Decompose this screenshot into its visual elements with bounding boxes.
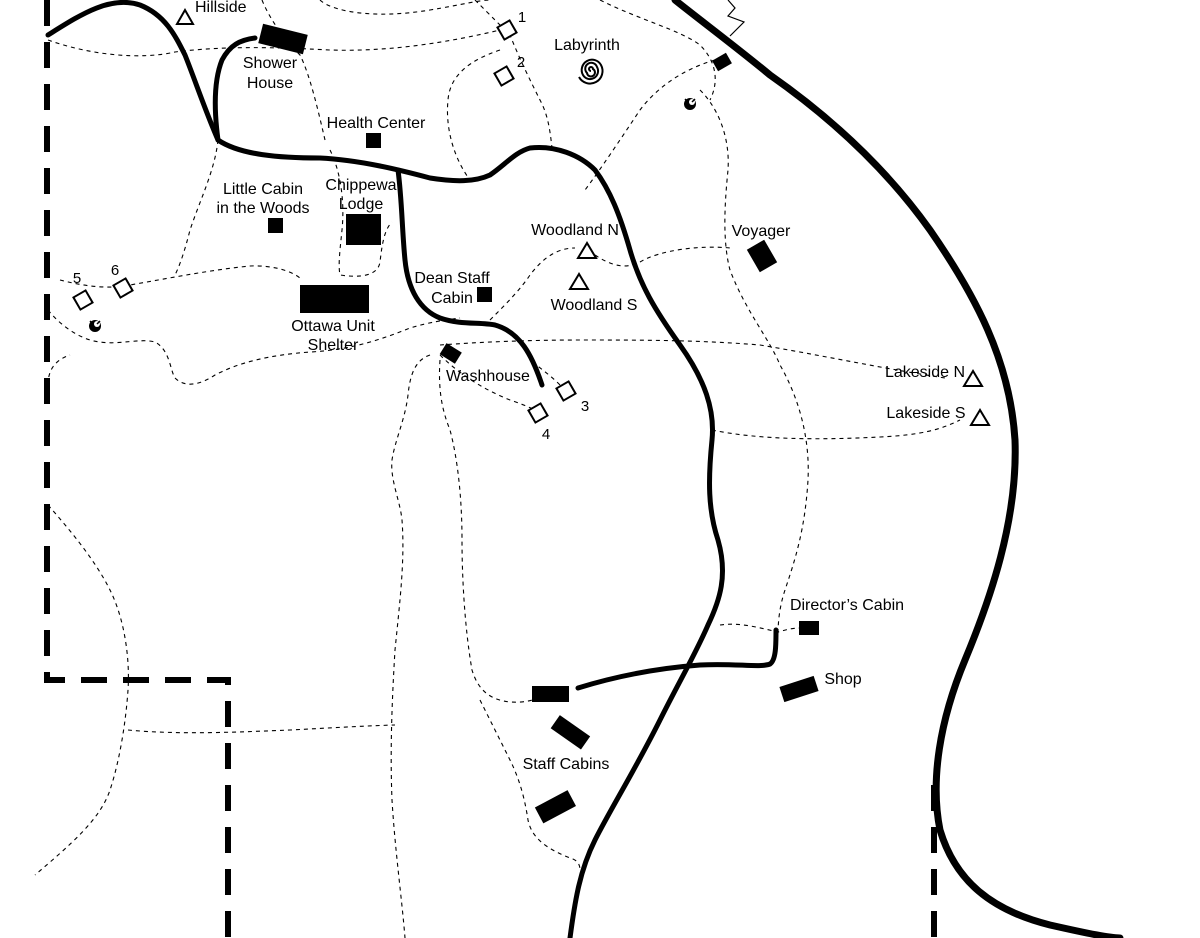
woodland-s-triangle-icon [568,272,590,290]
buildings [258,23,819,824]
road-main [45,0,726,938]
trail [474,0,553,149]
trail [127,724,396,734]
labyrinth-label: Labyrinth [554,37,620,54]
shower-house-building [258,23,308,55]
staff-cabin-building [550,715,591,750]
chippewa-lodge-label: Lodge [339,196,384,213]
trail [261,0,326,141]
campsite-5-number: 5 [73,270,81,287]
roads [45,0,1124,938]
health-center-building [366,133,381,148]
dean-staff-cabin-label: Dean Staff [414,270,490,287]
trail [47,354,71,386]
campsite-3-marker [555,380,577,402]
voyager-building [746,239,778,273]
shop-label: Shop [824,671,861,688]
directors-cabin-building [799,621,819,635]
campsite-1-number: 1 [518,9,526,26]
road-access-marker [726,0,746,37]
trail [584,59,716,191]
hillside-label: Hillside [195,0,247,16]
little-cabin-label: Little Cabin [223,181,303,198]
hillside-triangle-icon [175,7,195,25]
lakeside-n-label: Lakeside N [885,364,965,381]
campsite-3-number: 3 [581,398,589,415]
shower-house-label: House [247,75,293,92]
road-branch [212,35,258,143]
trail [439,339,946,379]
campsite-4-marker [527,402,549,424]
little-cabin-building [268,218,283,233]
trail [34,504,129,876]
county-road [671,0,1124,938]
health-center-label: Health Center [327,115,426,132]
trail [711,419,961,440]
trail [329,149,393,277]
little-cabin-label: in the Woods [216,200,309,217]
campsite-6-marker [112,277,134,299]
trail [174,139,219,276]
road-director [575,627,779,691]
road-branch [395,167,545,388]
trail [489,247,576,321]
voyager-label: Voyager [732,223,791,240]
trail [47,29,501,57]
ottawa-shelter-label: Shelter [308,337,359,354]
shop-building [779,675,819,703]
campsite-5-marker [72,289,94,311]
labyrinth-spiral-icon [578,58,604,85]
trail [599,0,716,101]
directors-cabin-label: Director’s Cabin [790,597,904,614]
trail [479,699,581,871]
trail [719,623,801,633]
chippewa-lodge-label: Chippewa [325,177,396,194]
lakeside-s-label: Lakeside S [886,405,965,422]
washhouse-building [439,343,462,364]
fire-icons [89,98,696,332]
campsite-2-number: 2 [517,54,525,71]
tent-sites [175,7,991,426]
lakeside-n-triangle-icon [962,369,984,387]
trail [319,0,491,15]
staff-cabin-building [532,686,569,702]
woodland-n-triangle-icon [576,241,598,259]
road-gate-building [712,52,732,72]
fire-icon [684,98,696,110]
trails [34,0,961,938]
boundary-line [44,0,231,938]
trail [439,354,541,413]
staff-cabin-building [534,790,577,824]
shower-house-label: Shower [243,55,298,72]
property-boundary [44,0,937,938]
trail [390,354,431,938]
map-labels: Hillside Shower House Health Center Laby… [73,0,966,773]
dean-staff-cabin-building [477,287,492,302]
woodland-n-label: Woodland N [531,222,619,239]
trail [47,309,461,385]
trail [438,359,546,703]
ottawa-shelter-building [300,285,369,313]
trail [699,89,809,636]
campsite-4-number: 4 [542,426,550,443]
woodland-s-label: Woodland S [551,297,638,314]
washhouse-label: Washhouse [446,368,530,385]
fire-icon [89,320,101,332]
ottawa-shelter-label: Ottawa Unit [291,318,375,335]
trail [59,265,301,288]
campsites [72,19,577,424]
campsite-6-number: 6 [111,262,119,279]
chippewa-lodge-building [346,214,381,245]
campsite-1-marker [496,19,518,41]
staff-cabins-label: Staff Cabins [523,756,610,773]
dean-staff-cabin-label: Cabin [431,290,473,307]
lakeside-s-triangle-icon [969,408,991,426]
trail [594,246,731,267]
campsite-2-marker [493,65,515,87]
trail [446,49,501,181]
